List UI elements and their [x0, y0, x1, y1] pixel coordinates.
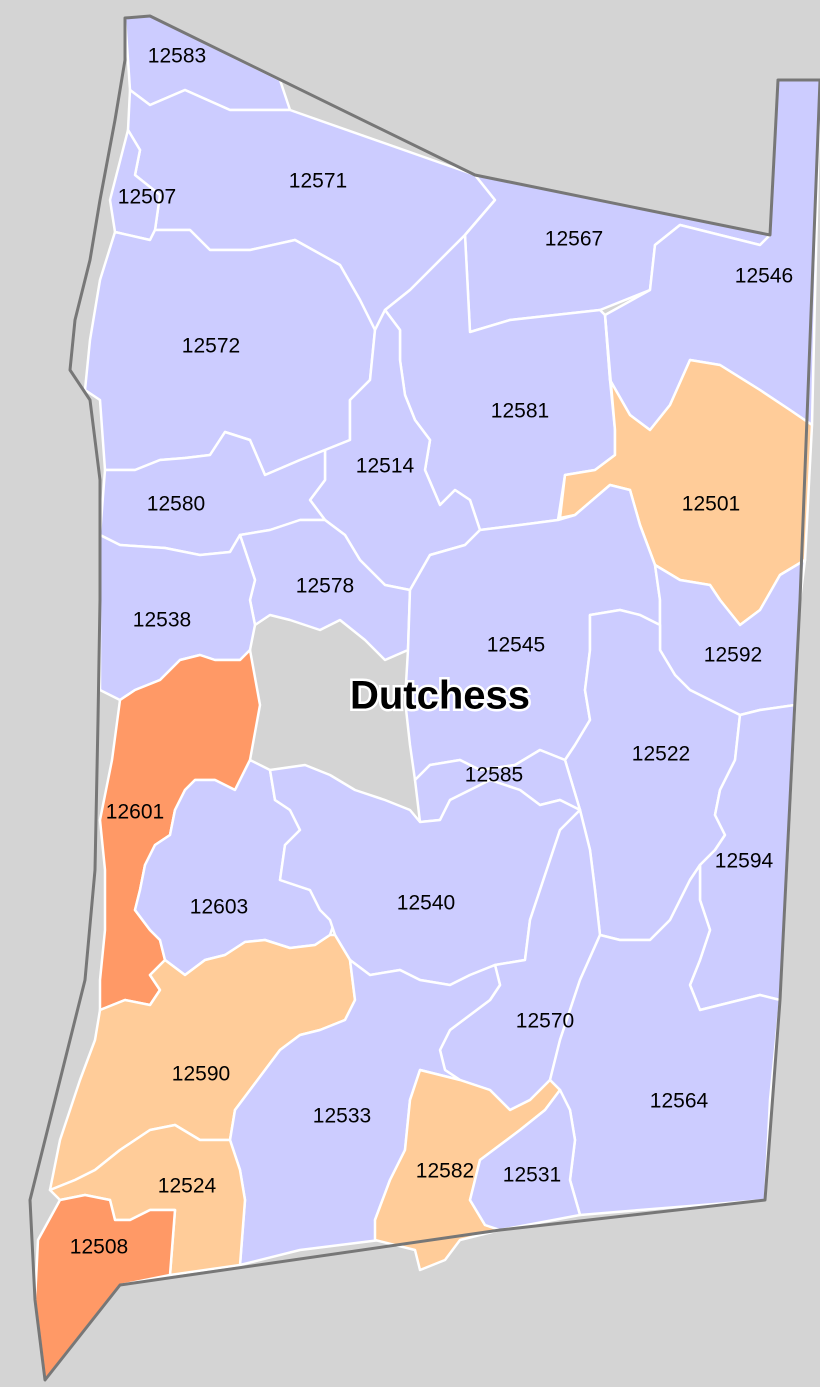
zip-label-12585: 12585: [465, 764, 523, 787]
zip-label-12545: 12545: [487, 634, 545, 657]
zip-label-12583: 12583: [148, 45, 206, 68]
zip-label-12531: 12531: [503, 1164, 561, 1187]
zip-label-12581: 12581: [491, 400, 549, 423]
zip-label-12582: 12582: [416, 1160, 474, 1183]
zip-label-12533: 12533: [313, 1105, 371, 1128]
zip-label-12524: 12524: [158, 1175, 217, 1198]
zip-label-12601: 12601: [106, 801, 164, 824]
zip-label-12570: 12570: [516, 1010, 574, 1033]
zip-label-12514: 12514: [356, 455, 415, 478]
zip-label-12603: 12603: [190, 896, 248, 919]
zip-label-12538: 12538: [133, 609, 191, 632]
zip-label-12592: 12592: [704, 644, 762, 667]
zip-label-12580: 12580: [147, 493, 205, 516]
county-outline: [28, 14, 820, 1382]
zip-label-12522: 12522: [632, 743, 690, 766]
zip-label-12572: 12572: [182, 335, 240, 358]
zip-label-12501: 12501: [682, 493, 740, 516]
zip-label-12507: 12507: [118, 186, 176, 209]
zip-region-12578[interactable]: [238, 518, 412, 662]
zip-label-12540: 12540: [397, 892, 455, 915]
zip-label-12590: 12590: [172, 1063, 230, 1086]
zip-region-12531[interactable]: [468, 1088, 582, 1232]
county-name: Dutchess: [350, 674, 530, 718]
zip-label-12564: 12564: [650, 1090, 709, 1113]
zip-label-12594: 12594: [715, 850, 774, 873]
zip-label-12508: 12508: [70, 1236, 128, 1259]
zip-region-12508[interactable]: [33, 1193, 177, 1382]
zip-label-12571: 12571: [289, 170, 347, 193]
zip-label-12546: 12546: [735, 265, 793, 288]
zip-label-12567: 12567: [545, 228, 603, 251]
zip-label-12578: 12578: [296, 575, 354, 598]
